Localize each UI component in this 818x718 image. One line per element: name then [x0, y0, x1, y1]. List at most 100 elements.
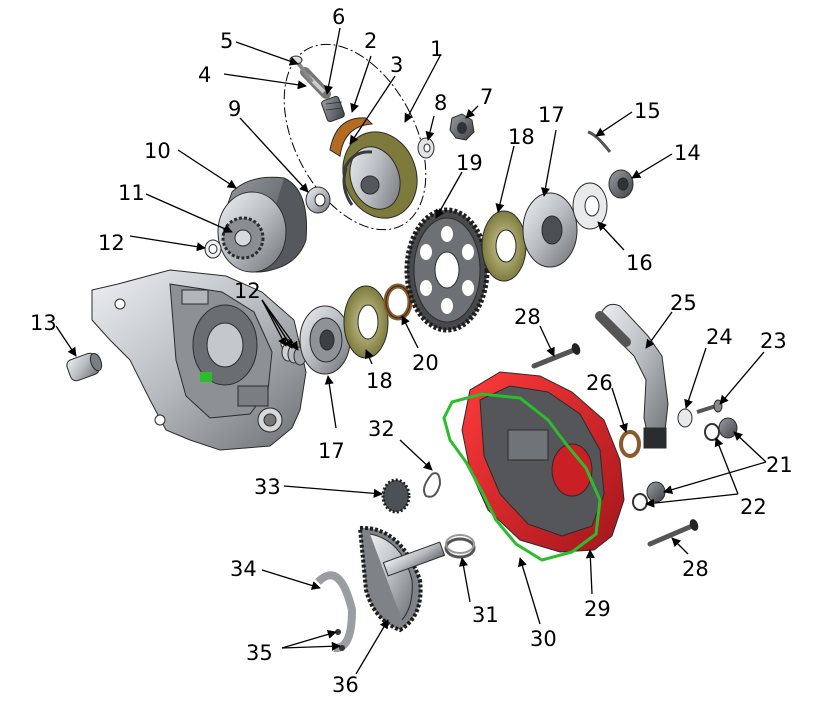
leader-31	[458, 557, 471, 603]
leader-15	[595, 111, 633, 137]
callout-20: 20	[412, 351, 439, 375]
leader-25	[645, 311, 673, 349]
callout-15: 15	[634, 99, 661, 123]
bolt-part-28-lower	[647, 519, 699, 547]
cotter-pin-part-15	[587, 130, 612, 153]
callout-5: 5	[220, 29, 233, 53]
leader-23	[719, 351, 765, 405]
callout-24: 24	[706, 325, 733, 349]
seal-part-26	[619, 430, 641, 458]
washer-part-9	[305, 186, 331, 214]
leader-3	[349, 75, 396, 145]
callout-17-lower: 17	[318, 439, 345, 463]
leader-12b-1	[261, 299, 287, 347]
crankcase-half	[91, 269, 307, 451]
leader-8	[425, 115, 435, 141]
leader-13	[55, 325, 77, 357]
gasket-part-30	[442, 392, 602, 562]
leader-16	[597, 221, 625, 251]
callout-14: 14	[674, 141, 701, 165]
callout-11: 11	[118, 181, 145, 205]
leader-19	[435, 171, 463, 219]
leader-2	[350, 55, 372, 113]
leader-24	[684, 347, 707, 409]
callout-22: 22	[740, 495, 767, 519]
o-ring-part-22-lower	[632, 493, 648, 511]
leader-18a	[495, 145, 515, 213]
callout-28-lower: 28	[682, 557, 709, 581]
callout-26: 26	[586, 371, 613, 395]
friction-disc-part-18-upper	[481, 210, 527, 282]
callout-18-lower: 18	[366, 369, 393, 393]
gear-part-33	[381, 478, 411, 514]
leader-17b	[324, 375, 337, 429]
spring-part-31	[444, 534, 476, 559]
leader-17a	[540, 129, 557, 197]
nut-part-14	[608, 169, 634, 199]
clutch-shoe-assembly	[329, 117, 418, 219]
leader-35b	[281, 641, 341, 651]
washer-part-8	[417, 137, 435, 159]
callout-7: 7	[480, 85, 493, 109]
leader-28a	[539, 325, 555, 357]
bolt-part-23	[696, 399, 723, 414]
callout-10: 10	[144, 139, 171, 163]
clutch-cover-part-29	[461, 371, 625, 553]
callout-17-upper: 17	[538, 103, 565, 127]
callout-34: 34	[230, 557, 257, 581]
callout-1: 1	[430, 37, 443, 61]
sprocket-part-19	[404, 207, 490, 333]
leader-12b-3	[261, 299, 299, 351]
leader-5	[235, 41, 299, 66]
kickstart-lever-part-25	[595, 303, 669, 449]
callout-21: 21	[766, 453, 793, 477]
leader-10	[177, 149, 237, 189]
leader-7	[465, 105, 479, 119]
nut-part-7	[449, 113, 475, 141]
callout-36: 36	[332, 673, 359, 697]
callout-23: 23	[760, 329, 787, 353]
callout-25: 25	[670, 291, 697, 315]
callout-13: 13	[30, 311, 57, 335]
callout-4: 4	[198, 63, 211, 87]
leader-35a	[281, 629, 337, 649]
leader-6	[324, 27, 341, 95]
leader-12a	[129, 235, 206, 252]
callout-2: 2	[364, 29, 377, 53]
callout-6: 6	[332, 5, 345, 29]
leader-4	[223, 73, 307, 90]
callout-35: 35	[246, 641, 273, 665]
ring-part-34	[315, 571, 357, 653]
leader-26	[611, 387, 628, 433]
leader-22b	[645, 493, 739, 508]
clip-part-32	[423, 472, 442, 498]
leader-30	[518, 557, 541, 625]
callout-19: 19	[456, 151, 483, 175]
plug-part-21-upper	[718, 417, 738, 439]
leader-lines	[55, 27, 767, 675]
spring-part-2	[321, 95, 345, 123]
washer-part-12-upper	[204, 239, 222, 259]
callout-9: 9	[228, 97, 241, 121]
callout-31: 31	[472, 603, 499, 627]
washer-part-24	[677, 408, 693, 428]
gear-part-11	[221, 216, 265, 260]
leader-9	[239, 117, 309, 193]
leader-32	[399, 439, 433, 471]
callout-18-upper: 18	[508, 125, 535, 149]
leader-28b	[671, 537, 689, 555]
leader-34	[261, 569, 321, 590]
callout-3: 3	[390, 53, 403, 77]
leader-11	[145, 193, 233, 233]
callout-29: 29	[584, 597, 611, 621]
callout-8: 8	[434, 91, 447, 115]
plug-part-21-lower	[646, 481, 666, 503]
callout-16: 16	[626, 251, 653, 275]
leader-18b	[365, 349, 374, 365]
washer-part-16	[572, 182, 608, 230]
pressure-plate-part-17-lower	[299, 305, 351, 375]
leader-22a	[714, 437, 739, 495]
callout-33: 33	[254, 475, 281, 499]
leader-21a	[733, 431, 767, 463]
